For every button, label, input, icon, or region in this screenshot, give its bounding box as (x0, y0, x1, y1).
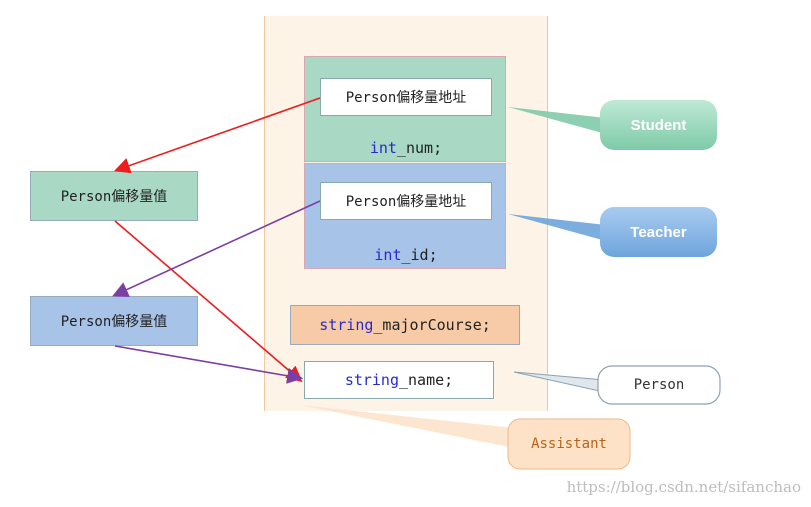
arrow-teacher-ptr-to-value (112, 200, 321, 297)
student-num-field: int _num; (369, 139, 443, 157)
teacher-person-offset-pointer: Person偏移量地址 (320, 182, 492, 220)
person-name-field: string _name; (304, 361, 494, 399)
person-callout (597, 365, 721, 405)
assistant-callout-pointer (300, 405, 514, 448)
student-callout-pointer (508, 107, 606, 134)
teacher-callout (600, 207, 717, 257)
major-course-field: string _majorCourse; (290, 305, 520, 345)
teacher-callout-pointer (508, 214, 606, 241)
assistant-callout-label: Assistant (531, 436, 607, 452)
assistant-callout (507, 418, 631, 470)
student-callout (600, 100, 717, 150)
person-callout-label: Person (633, 377, 685, 393)
teacher-id-field: int _id; (374, 246, 438, 264)
teacher-offset-value: Person偏移量值 (30, 296, 198, 346)
arrow-teacher-value-to-name (114, 345, 304, 384)
arrow-student-ptr-to-value (113, 97, 321, 174)
person-callout-pointer (513, 371, 605, 393)
watermark: https://blog.csdn.net/sifanchao (566, 478, 801, 496)
student-callout-label: Student (630, 116, 687, 134)
teacher-callout-label: Teacher (630, 223, 687, 241)
arrow-student-value-to-name (114, 220, 303, 383)
student-person-offset-pointer: Person偏移量地址 (320, 78, 492, 116)
